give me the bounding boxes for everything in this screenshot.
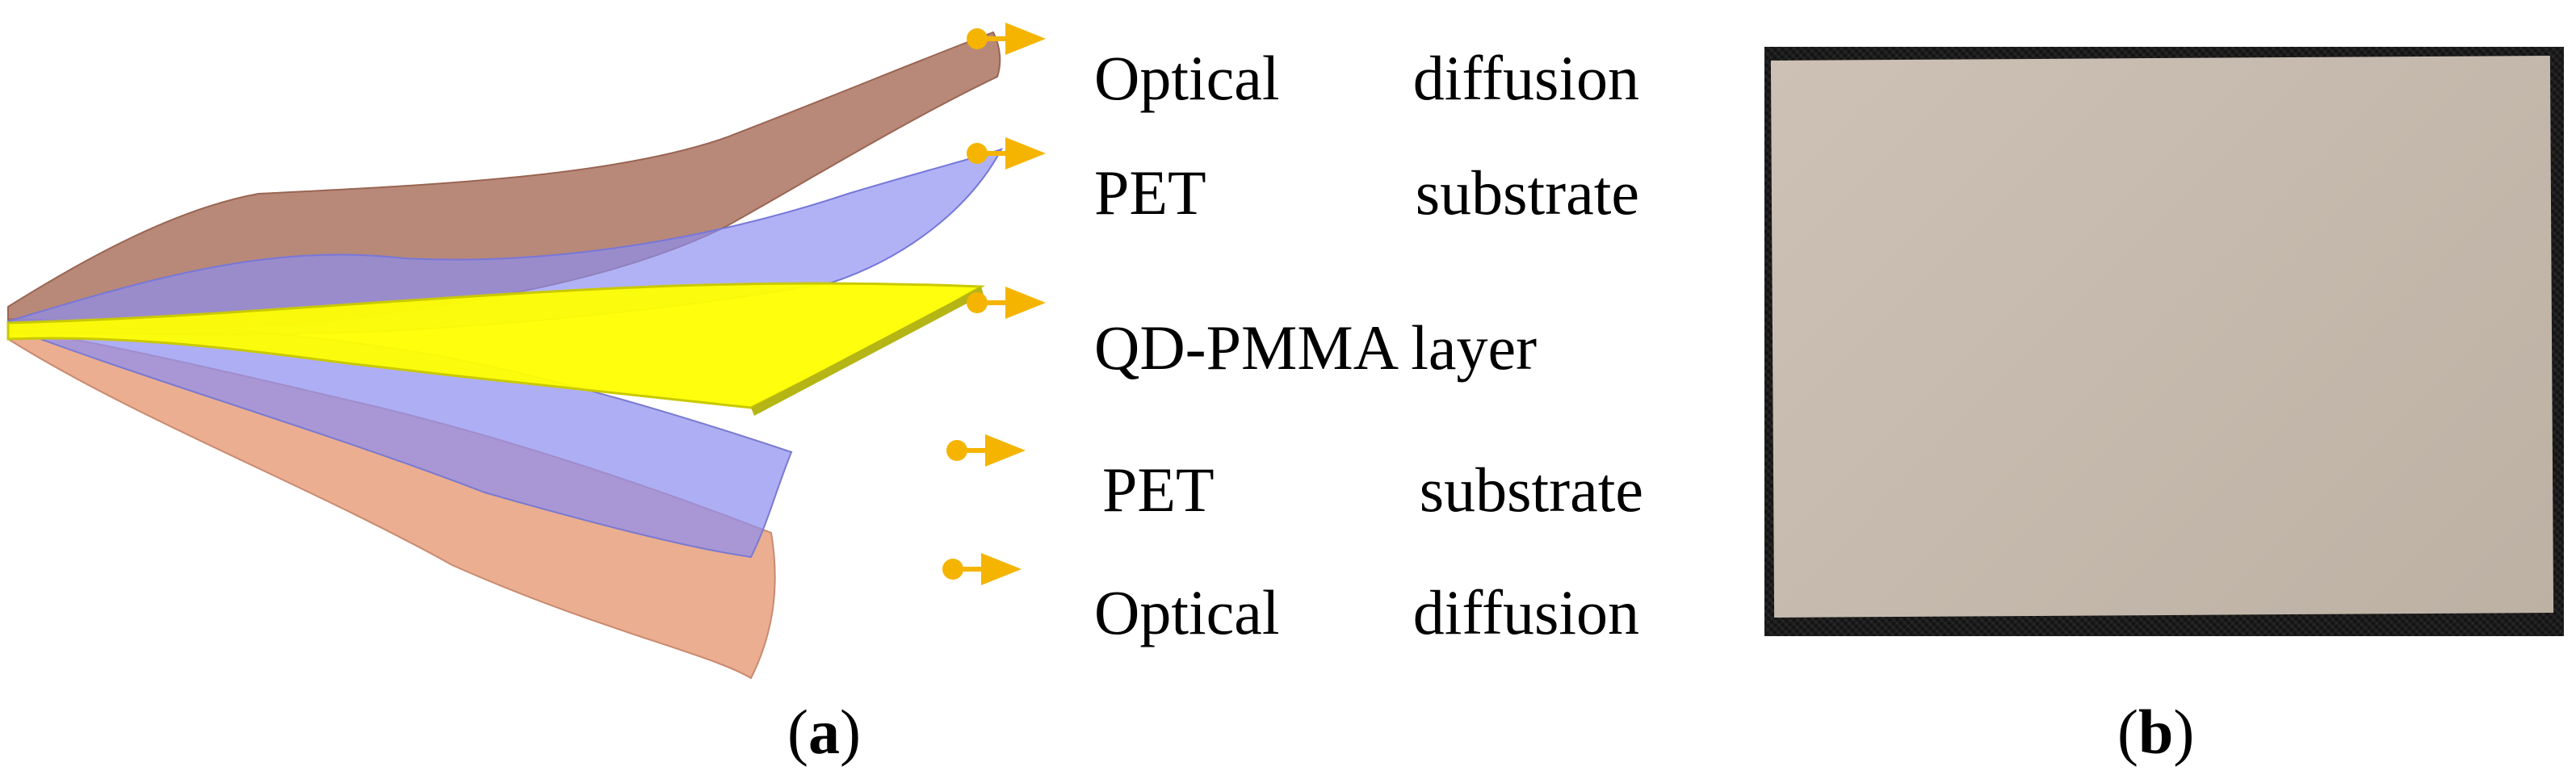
label-word: PET <box>1102 455 1215 525</box>
pointer-bottom-diffusion <box>942 553 1022 585</box>
pointer-qd-pmma <box>967 287 1046 319</box>
arrow-right-icon <box>1005 23 1046 55</box>
label-word: PET <box>1094 157 1206 228</box>
pointer-top-pet <box>967 137 1046 170</box>
label-word: substrate <box>1419 455 1643 525</box>
label-qd-pmma: QD-PMMA layer <box>1094 316 1537 379</box>
label-word: Optical <box>1094 577 1280 647</box>
qd-film-sample <box>1770 56 2554 618</box>
arrow-right-icon <box>1005 287 1046 319</box>
label-word: QD-PMMA layer <box>1094 312 1538 383</box>
arrow-right-icon <box>1005 137 1046 170</box>
pointer-bottom-pet <box>946 434 1026 467</box>
caption-b: (b) <box>2117 697 2195 767</box>
label-top-pet: PET substrate <box>1094 161 1639 224</box>
pointer-top-diffusion <box>967 23 1046 55</box>
caption-a: (a) <box>787 697 861 767</box>
arrow-right-icon <box>981 553 1022 585</box>
label-word: diffusion <box>1412 43 1639 113</box>
layer-stack-diagram <box>6 23 1046 680</box>
label-bottom-diffusion: Optical diffusion <box>1094 581 1639 644</box>
label-word: substrate <box>1415 157 1639 228</box>
label-word: Optical <box>1094 43 1280 113</box>
label-word: diffusion <box>1412 577 1639 647</box>
qd-pmma-edge <box>751 287 984 416</box>
arrow-right-icon <box>985 434 1026 467</box>
label-bottom-pet: PET substrate <box>1102 459 1643 522</box>
label-top-diffusion: Optical diffusion <box>1094 47 1639 110</box>
